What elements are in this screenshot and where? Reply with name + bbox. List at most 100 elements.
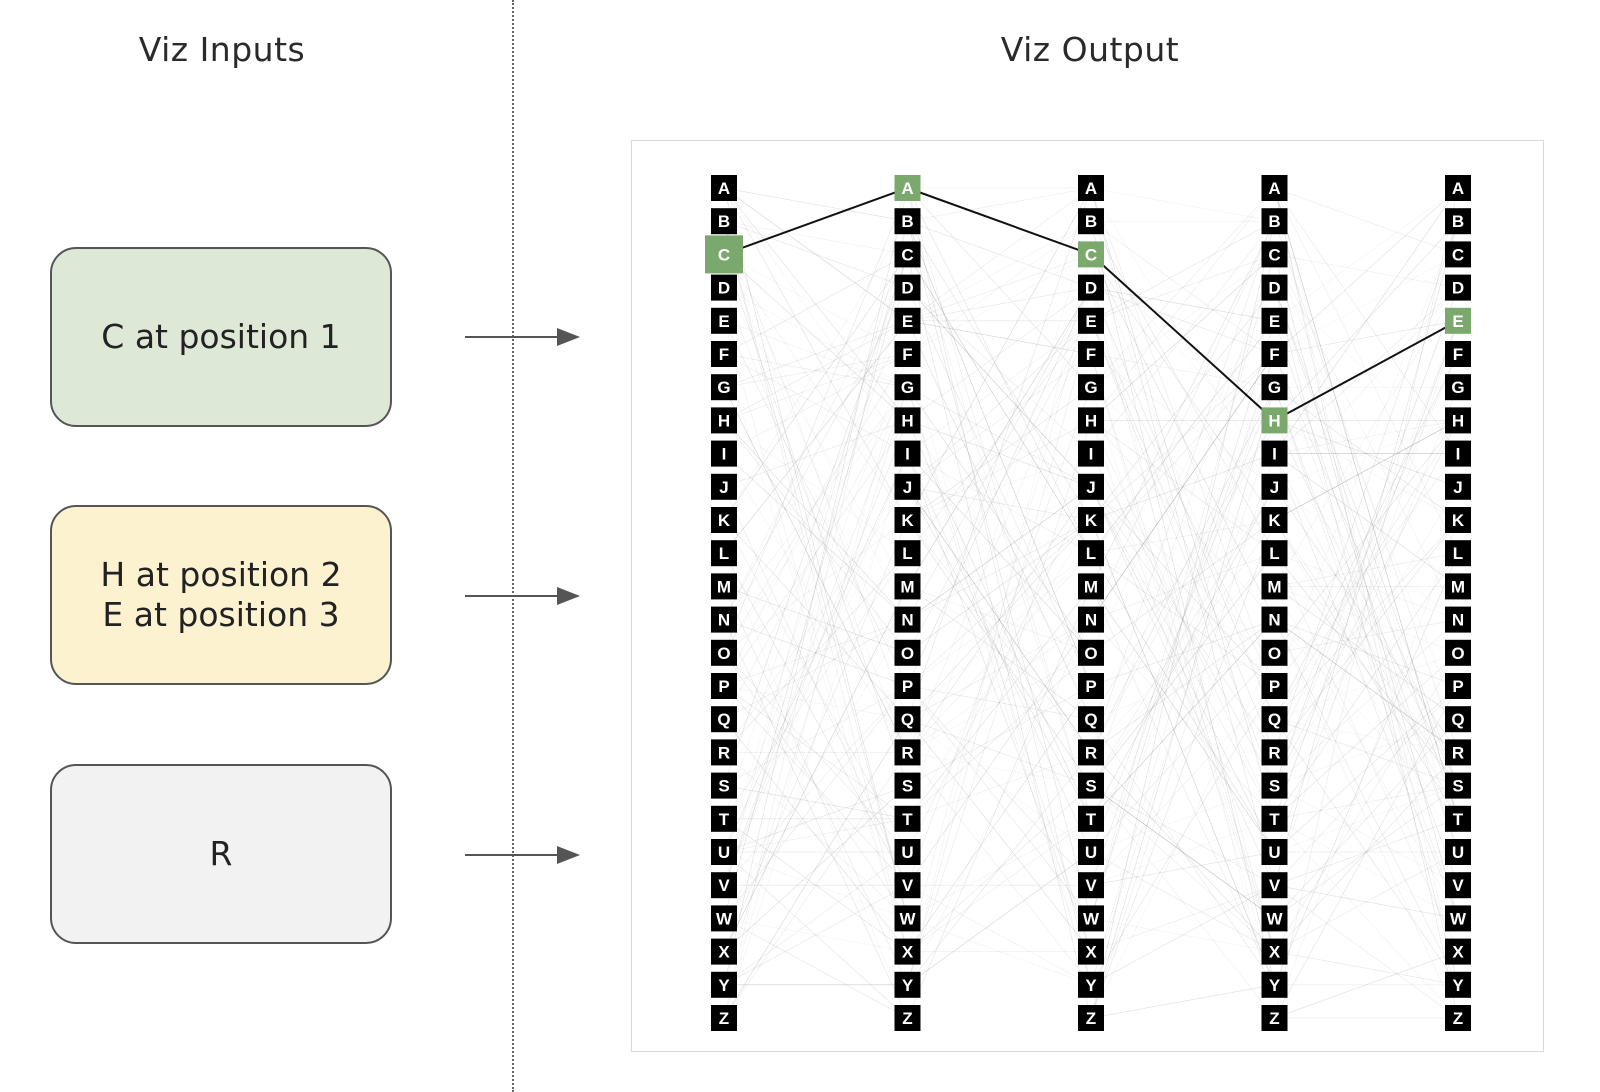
faint-connection xyxy=(907,486,1092,753)
faint-connection xyxy=(1274,220,1459,421)
faint-connection xyxy=(907,619,1092,886)
faint-connection xyxy=(1090,387,1275,952)
letter-tile xyxy=(1261,805,1288,832)
faint-connection xyxy=(1274,420,1459,488)
faint-connection xyxy=(723,486,908,853)
faint-connection xyxy=(907,486,1092,587)
faint-connection xyxy=(723,420,908,687)
letter-tile xyxy=(894,274,921,301)
faint-connection xyxy=(1274,187,1459,454)
letter-tile xyxy=(894,639,921,666)
faint-connection xyxy=(1090,519,1275,985)
faint-connection xyxy=(907,220,1092,322)
faint-connection xyxy=(723,387,908,720)
faint-connection xyxy=(907,254,1092,554)
faint-connection xyxy=(1274,453,1459,819)
faint-connection xyxy=(907,221,1092,687)
faint-connection xyxy=(723,685,908,786)
letter-tile xyxy=(894,1005,921,1031)
faint-connection xyxy=(907,254,1092,985)
faint-connection xyxy=(907,486,1092,620)
letter-label: Z xyxy=(1086,1009,1096,1028)
faint-connection xyxy=(723,586,908,654)
faint-connection xyxy=(907,221,1092,687)
letter-tile xyxy=(1261,573,1288,600)
letter-label: T xyxy=(719,810,730,829)
letter-tile xyxy=(1445,440,1471,467)
faint-connection xyxy=(907,320,1092,488)
faint-connection xyxy=(1274,187,1459,1019)
faint-connection xyxy=(723,353,908,454)
faint-connection xyxy=(1274,619,1459,786)
faint-connection xyxy=(1090,486,1275,819)
faint-connection xyxy=(907,718,1092,786)
faint-connection xyxy=(1090,353,1275,952)
letter-tile-highlighted xyxy=(1078,241,1104,268)
input-box-3: R xyxy=(50,764,392,944)
faint-connection xyxy=(1274,785,1459,919)
faint-connection xyxy=(907,187,1092,985)
faint-connection xyxy=(1090,785,1275,919)
letter-label: P xyxy=(1452,677,1463,696)
faint-connection xyxy=(723,619,908,919)
faint-connection xyxy=(1090,486,1275,687)
letter-tile-highlighted xyxy=(705,235,743,274)
faint-connection xyxy=(1274,951,1459,1019)
faint-connection xyxy=(907,420,1092,488)
letter-tile xyxy=(1445,507,1471,533)
faint-connection xyxy=(1274,553,1459,786)
faint-connection xyxy=(1274,884,1459,1019)
faint-connection xyxy=(723,818,908,853)
faint-connection xyxy=(1274,552,1459,587)
letter-label: H xyxy=(1085,411,1097,430)
letter-label: D xyxy=(1452,279,1464,298)
letter-label: F xyxy=(1453,345,1463,364)
faint-connection xyxy=(723,752,908,919)
letter-label: S xyxy=(1269,777,1280,796)
faint-connection xyxy=(723,220,908,255)
faint-connection xyxy=(1274,187,1459,355)
letter-tile xyxy=(1078,706,1104,733)
faint-connection xyxy=(1090,486,1275,786)
letter-tile xyxy=(894,374,921,401)
faint-connection xyxy=(723,420,908,554)
letter-label: E xyxy=(902,312,913,331)
faint-connection xyxy=(1274,353,1459,753)
faint-connection xyxy=(1274,254,1459,919)
letter-label: H xyxy=(1268,411,1280,430)
faint-connection xyxy=(907,254,1092,554)
letter-label: W xyxy=(899,909,916,928)
letter-label: R xyxy=(1452,743,1464,762)
faint-connection xyxy=(907,420,1092,985)
faint-connection xyxy=(1090,752,1275,952)
faint-connection xyxy=(1274,453,1459,687)
faint-connection xyxy=(907,486,1092,853)
faint-connection xyxy=(1274,619,1459,820)
faint-connection xyxy=(907,453,1092,654)
faint-connection xyxy=(1090,486,1275,886)
faint-connection xyxy=(1274,685,1459,853)
faint-connection xyxy=(907,884,1092,986)
faint-connection xyxy=(723,785,908,820)
faint-connection xyxy=(1274,652,1459,820)
faint-connection xyxy=(1090,420,1275,952)
faint-connection xyxy=(907,851,1092,986)
faint-connection xyxy=(1090,552,1275,654)
letter-label: L xyxy=(719,544,729,563)
faint-connection xyxy=(723,652,908,919)
faint-connection xyxy=(907,420,1092,521)
faint-connection xyxy=(723,519,908,952)
faint-connection xyxy=(1274,420,1459,521)
letter-tile xyxy=(711,573,737,600)
faint-connection xyxy=(723,719,908,952)
letter-tile xyxy=(711,772,737,799)
faint-connection xyxy=(1090,287,1275,355)
faint-connection xyxy=(1090,353,1275,985)
faint-connection xyxy=(723,254,908,786)
letter-tile xyxy=(1261,274,1288,301)
faint-connection xyxy=(907,221,1092,919)
letter-label: E xyxy=(1269,312,1280,331)
faint-connection xyxy=(1274,287,1459,786)
letter-label: K xyxy=(901,511,914,530)
